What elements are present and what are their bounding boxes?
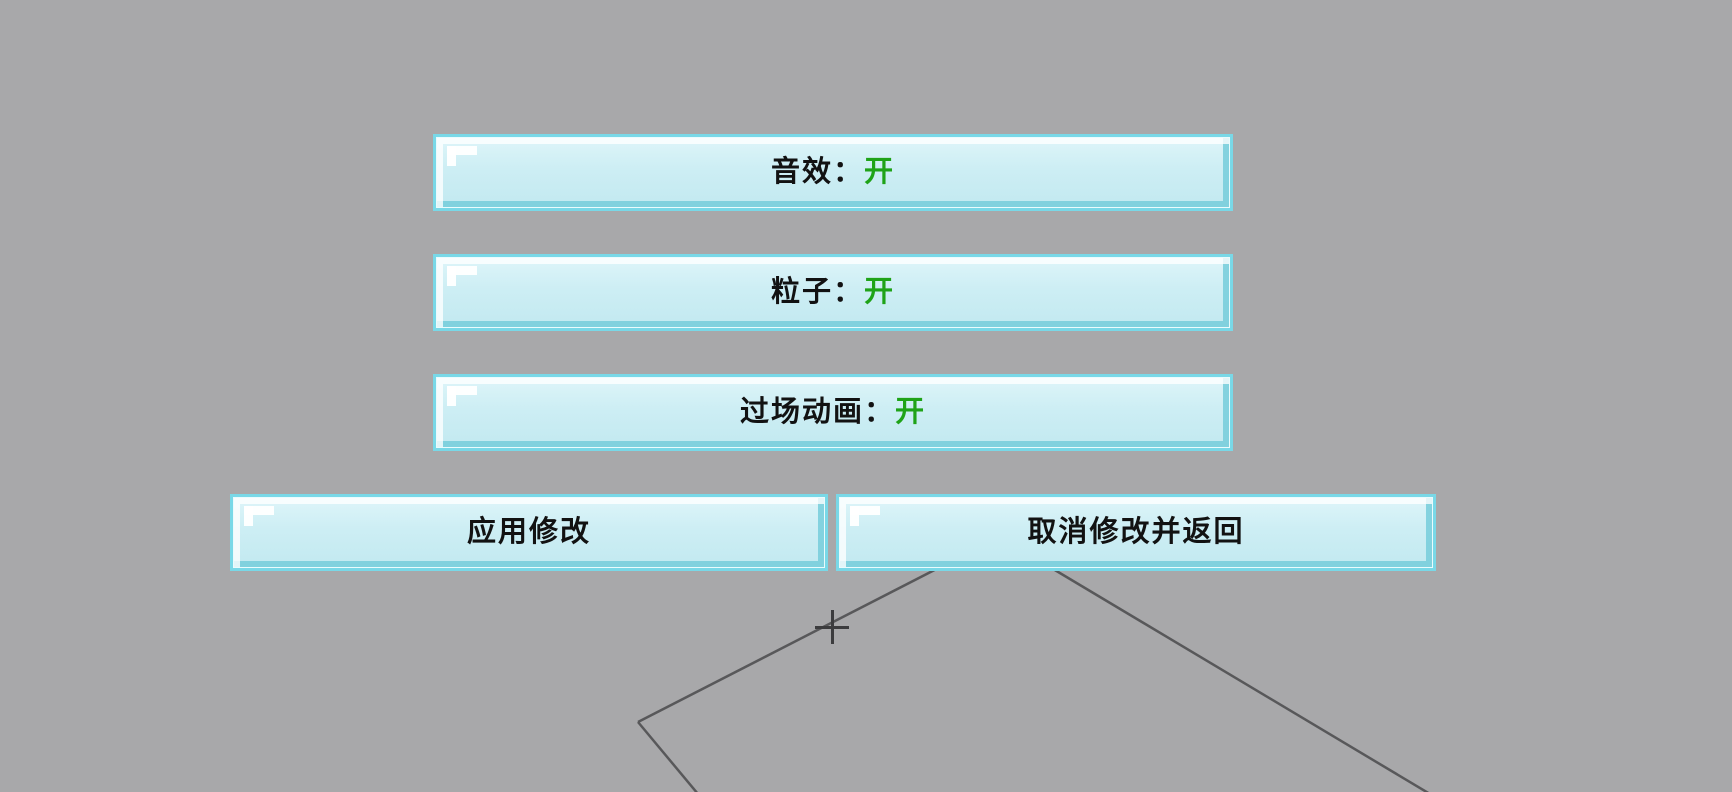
- particles-toggle-label: 粒子：: [770, 276, 864, 308]
- apply-changes-label: 应用修改: [466, 516, 591, 548]
- cutscene-toggle-label: 过场动画：: [739, 396, 895, 428]
- wireframe-edge: [637, 721, 698, 792]
- apply-changes-button[interactable]: 应用修改: [230, 494, 828, 571]
- cutscene-toggle-button[interactable]: 过场动画：开: [433, 374, 1233, 451]
- sound-toggle-button[interactable]: 音效：开: [433, 134, 1233, 211]
- sound-toggle-value: 开: [864, 156, 896, 188]
- sound-toggle-label: 音效：: [770, 156, 864, 188]
- cancel-and-return-label: 取消修改并返回: [1027, 516, 1245, 548]
- crosshair-icon: [815, 610, 849, 644]
- particles-toggle-button[interactable]: 粒子：开: [433, 254, 1233, 331]
- crosshair-vertical-bar: [830, 610, 834, 644]
- wireframe-edge: [1017, 546, 1430, 792]
- cancel-and-return-button[interactable]: 取消修改并返回: [836, 494, 1436, 571]
- particles-toggle-value: 开: [864, 276, 896, 308]
- cutscene-toggle-value: 开: [895, 396, 927, 428]
